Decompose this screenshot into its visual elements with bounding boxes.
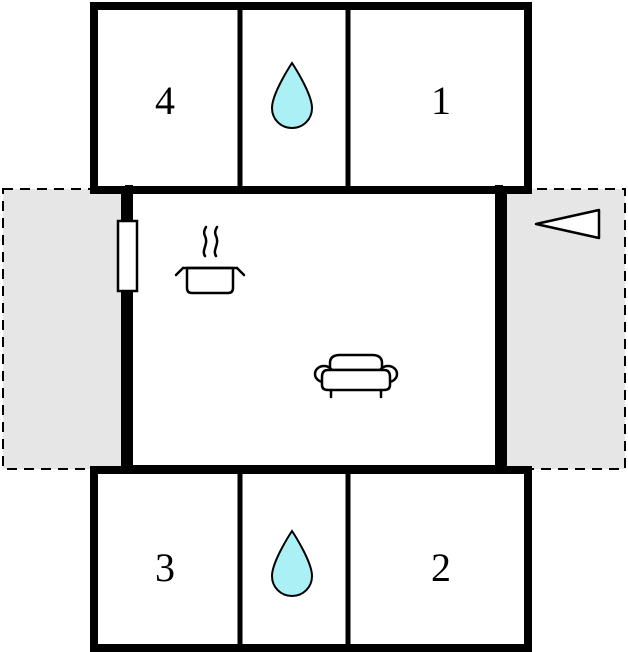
bottom-room-block bbox=[90, 466, 532, 652]
terrace-right bbox=[502, 188, 626, 470]
room-label-1: 1 bbox=[431, 78, 451, 123]
water-drop-icon-top bbox=[270, 61, 314, 130]
room-label-2: 2 bbox=[431, 545, 451, 590]
room-label-4: 4 bbox=[155, 78, 175, 123]
water-drop-icon-bottom bbox=[270, 529, 314, 598]
door-opening-icon bbox=[116, 219, 139, 293]
sofa-icon bbox=[313, 353, 399, 399]
direction-arrow-icon bbox=[534, 208, 601, 240]
terrace-left bbox=[2, 188, 126, 470]
room-label-3: 3 bbox=[155, 545, 175, 590]
living-room bbox=[121, 185, 507, 473]
stove-pot-icon bbox=[174, 225, 246, 295]
living-room-walls bbox=[125, 185, 503, 473]
